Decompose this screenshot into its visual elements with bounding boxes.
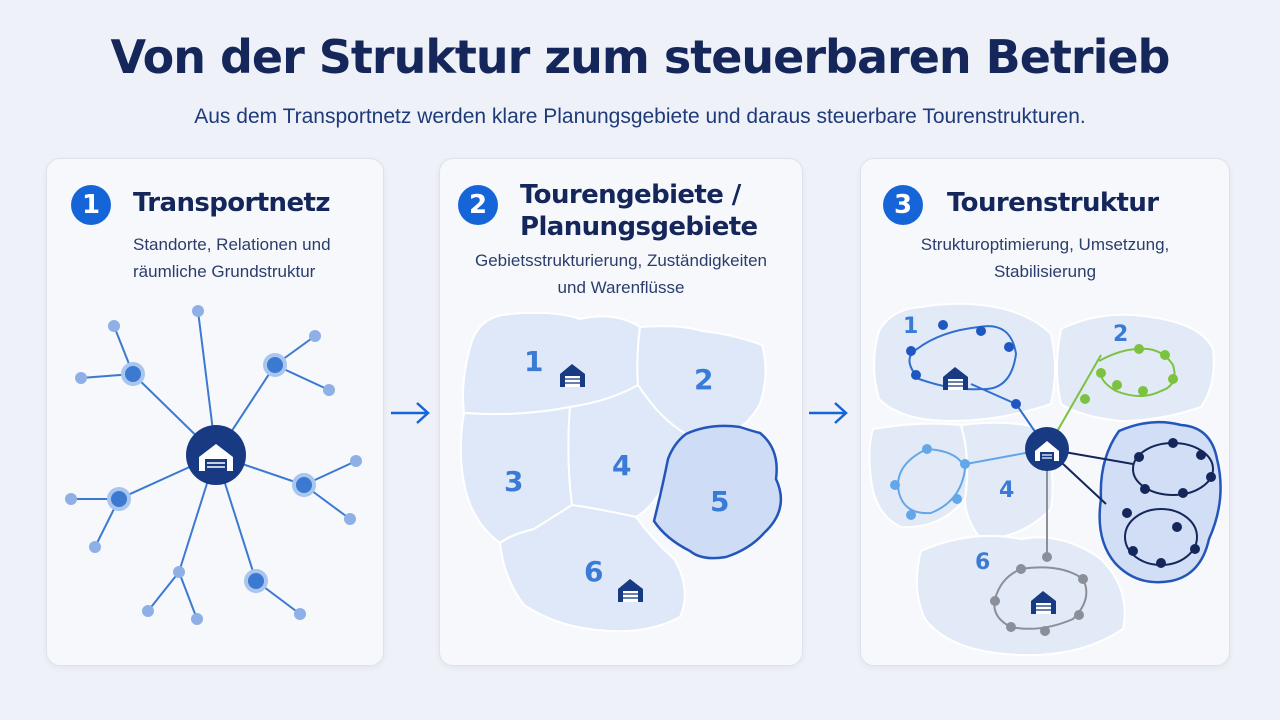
step-description-line: Strukturoptimierung, Umsetzung, [920, 235, 1170, 254]
step-description-line: Standorte, Relationen und [133, 235, 331, 254]
region-label: 2 [694, 363, 713, 396]
step-title-line: Tourengebiete / [520, 180, 741, 210]
svg-text:6: 6 [975, 550, 990, 575]
region-label: 4 [612, 449, 631, 482]
step-card-tourengebiete: 2 Tourengebiete / Planungsgebiete Gebiet… [439, 158, 803, 666]
warehouse-icon [1025, 427, 1069, 471]
step-description-line: Stabilisierung [993, 262, 1097, 281]
step-description: Strukturoptimierung, Umsetzung, Stabilis… [861, 231, 1229, 285]
step-number-badge: 3 [883, 185, 923, 225]
network-graphic [65, 305, 362, 625]
warehouse-icon [618, 579, 643, 602]
warehouse-icon [186, 425, 246, 485]
step-title: Transportnetz [133, 188, 330, 218]
step-number-badge: 1 [71, 185, 111, 225]
step-description-line: Gebietsstrukturierung, Zuständigkeiten [475, 251, 767, 270]
warehouse-icon [1031, 591, 1056, 614]
step-description: Standorte, Relationen und räumliche Grun… [133, 231, 331, 285]
page-title: Von der Struktur zum steuerbaren Betrieb [110, 30, 1171, 84]
svg-text:1: 1 [903, 314, 918, 339]
step-description-line: räumliche Grundstruktur [133, 262, 316, 281]
region-label: 6 [584, 555, 603, 588]
planning-areas-map: 1 2 3 4 5 6 [459, 311, 783, 633]
page-subtitle: Aus dem Transportnetz werden klare Planu… [194, 105, 1086, 128]
step-description-line: und Warenflüsse [557, 278, 685, 297]
arrow-right-icon [809, 402, 848, 424]
arrow-right-icon [391, 402, 430, 424]
region-5 [652, 424, 783, 560]
warehouse-icon [560, 364, 585, 387]
region-label: 1 [524, 345, 543, 378]
tour-structure-map: 1 2 4 6 [868, 302, 1222, 657]
step-card-tourenstruktur: 3 Tourenstruktur Strukturoptimierung, Um… [860, 158, 1230, 666]
region-label: 5 [710, 485, 729, 518]
svg-text:2: 2 [1113, 322, 1128, 347]
step-title: Tourengebiete / Planungsgebiete [520, 179, 758, 243]
step-description: Gebietsstrukturierung, Zuständigkeiten u… [440, 247, 802, 301]
step-number-badge: 2 [458, 185, 498, 225]
step-title-line: Planungsgebiete [520, 212, 758, 242]
svg-text:4: 4 [999, 478, 1014, 503]
region-label: 3 [504, 465, 523, 498]
step-title: Tourenstruktur [947, 188, 1159, 218]
warehouse-icon [943, 367, 968, 390]
step-card-transportnetz: 1 Transportnetz Standorte, Relationen un… [46, 158, 384, 666]
